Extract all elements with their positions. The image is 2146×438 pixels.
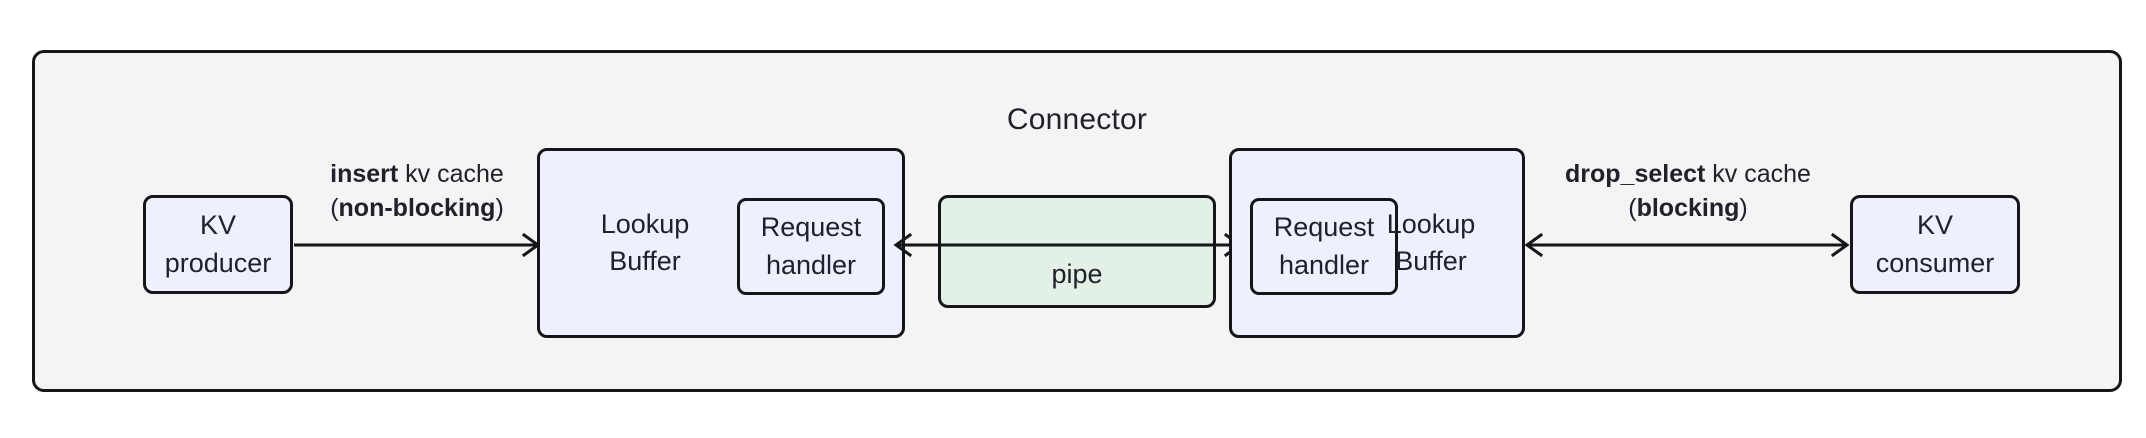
edge-label-insert-mode: non-blocking xyxy=(338,193,496,222)
edge-label-drop-select-close-paren: ) xyxy=(1739,193,1748,222)
node-kv-consumer: KV consumer xyxy=(1850,195,2020,294)
edge-label-drop-select-object: kv cache xyxy=(1705,160,1811,188)
edge-label-insert-operation: insert xyxy=(330,160,399,188)
edge-label-drop-select-operation: drop_select xyxy=(1565,160,1706,188)
edge-label-drop-select-line2: (blocking) xyxy=(1527,192,1849,226)
edge-label-insert-object: kv cache xyxy=(398,160,504,188)
node-lookup-buffer-left-label: Lookup Buffer xyxy=(600,208,690,276)
edge-label-insert-close-paren: ) xyxy=(495,193,504,222)
edge-label-drop-select-open-paren: ( xyxy=(1628,193,1637,222)
node-lookup-buffer-right: Request handler Lookup Buffer xyxy=(1229,148,1525,338)
node-kv-producer: KV producer xyxy=(143,195,293,294)
edge-label-insert-open-paren: ( xyxy=(330,193,339,222)
edge-label-insert: insert kv cache (non-blocking) xyxy=(282,158,552,225)
edge-label-insert-line2: (non-blocking) xyxy=(282,192,552,226)
node-lookup-buffer-left: Lookup Buffer Request handler xyxy=(537,148,905,338)
edge-label-insert-line1: insert kv cache xyxy=(282,158,552,192)
node-kv-consumer-label: KV consumer xyxy=(1875,210,1995,278)
node-request-handler-right: Request handler xyxy=(1250,198,1398,295)
node-lookup-buffer-right-label: Lookup Buffer xyxy=(1386,208,1476,276)
edge-label-drop-select: drop_select kv cache (blocking) xyxy=(1527,158,1849,225)
node-pipe: pipe xyxy=(938,195,1216,308)
node-request-handler-left-label: Request handler xyxy=(760,212,862,280)
connector-title: Connector xyxy=(1006,103,1148,136)
node-pipe-label: pipe xyxy=(1051,258,1103,289)
edge-label-drop-select-line1: drop_select kv cache xyxy=(1527,158,1849,192)
node-request-handler-right-label: Request handler xyxy=(1273,212,1375,280)
node-kv-producer-label: KV producer xyxy=(164,210,272,278)
node-request-handler-left: Request handler xyxy=(737,198,885,295)
edge-label-drop-select-mode: blocking xyxy=(1636,193,1740,222)
